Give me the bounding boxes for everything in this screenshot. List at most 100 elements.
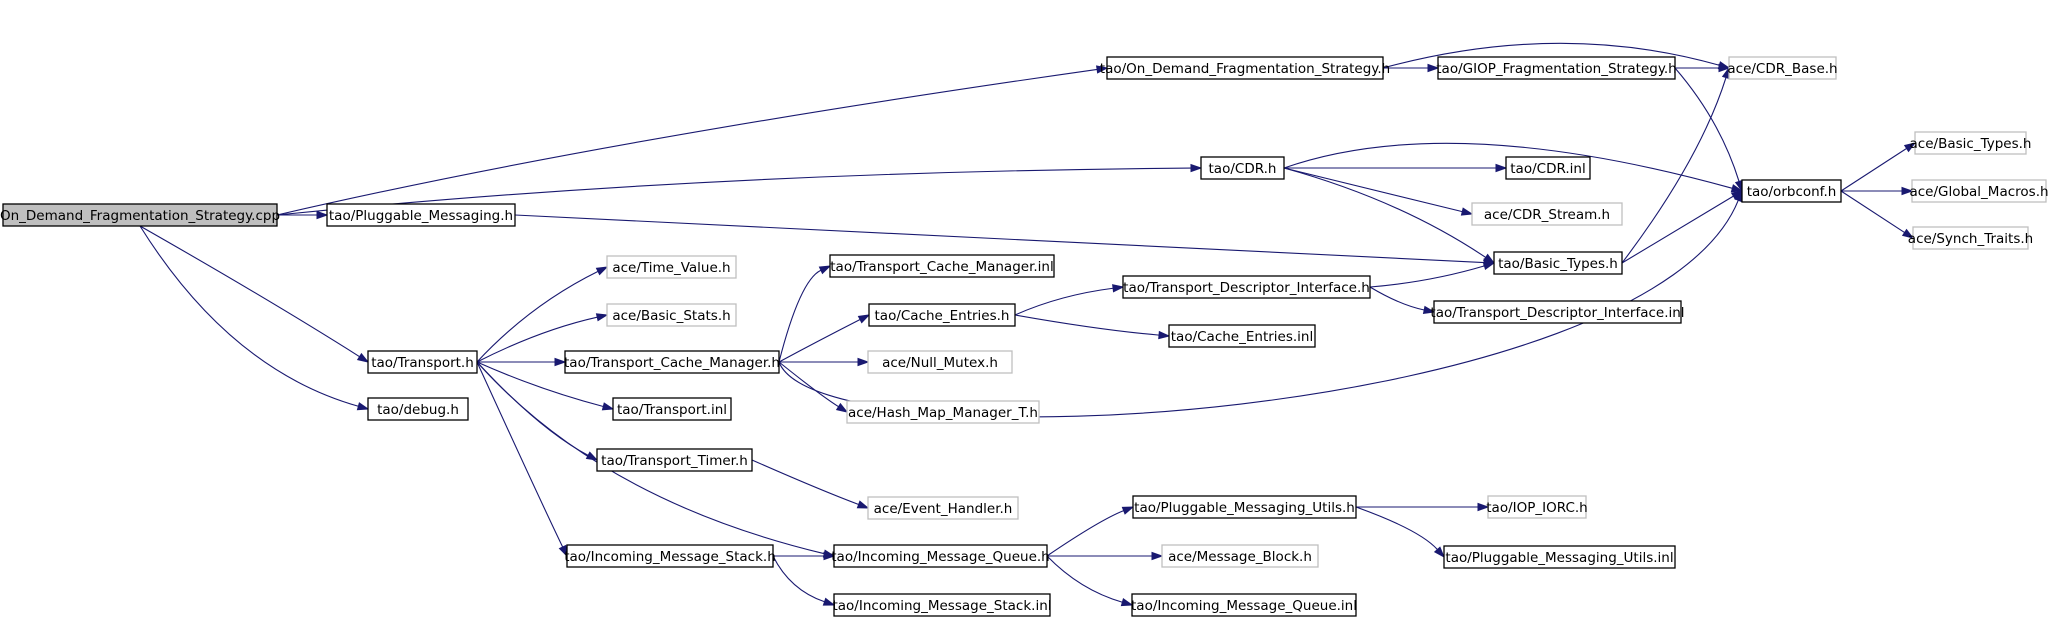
node-tao-orbconf-h[interactable]: tao/orbconf.h [1741,179,1842,203]
arrowhead [1482,261,1496,271]
arrowhead [856,500,870,509]
arrowhead [1190,163,1203,173]
node-tao-cdr-h[interactable]: tao/CDR.h [1200,156,1285,180]
node-tao-incoming-message-stack-inl[interactable]: tao/Incoming_Message_Stack.inl [832,593,1052,617]
node-label: tao/Transport.inl [617,402,727,418]
node-tao-iop-iorc-h: tao/IOP_IORC.h [1486,495,1588,519]
edge-line [1283,167,1486,258]
node-label: tao/Transport_Cache_Manager.inl [830,259,1054,275]
node-box [1106,56,1384,80]
edge-tao-orbconf-h-to-ace-synch-traits-h [1840,190,1915,239]
node-box [1168,324,1316,348]
arrowhead [1151,551,1164,561]
node-tao-debug-h[interactable]: tao/debug.h [367,397,469,421]
edge-tao-cdr-h-to-tao-basic-types-h [1283,167,1496,264]
node-box [1914,131,2027,155]
node-tao-incoming-message-queue-h[interactable]: tao/Incoming_Message_Queue.h [831,544,1050,568]
edge-tao-cdr-h-to-tao-cdr-inl [1284,163,1508,173]
edge-line [778,319,861,363]
edge-line [772,555,825,603]
arrowhead [1901,228,1915,239]
node-tao-transport-descriptor-interface-inl[interactable]: tao/Transport_Descriptor_Interface.inl [1430,300,1685,324]
arrowhead [822,597,836,606]
node-tao-transport-timer-h[interactable]: tao/Transport_Timer.h [596,448,753,472]
node-tao-incoming-message-queue-inl[interactable]: tao/Incoming_Message_Queue.inl [1131,593,1357,617]
arrowhead [316,210,329,220]
edge-line [778,200,1739,418]
node-tao-transport-cache-manager-h[interactable]: tao/Transport_Cache_Manager.h [564,350,780,374]
node-tao-cache-entries-inl[interactable]: tao/Cache_Entries.inl [1168,324,1316,348]
edge-tao-transport-timer-h-to-ace-event-handler-h [751,459,870,509]
edge-line [276,68,1098,216]
edge-tao-cache-entries-h-to-tao-transport-descriptor-interface-h [1014,284,1125,316]
edge-line [1046,555,1123,603]
edge-tao-orbconf-h-to-ace-basic-types-h [1840,142,1917,192]
edge-line [139,225,359,407]
edge-tao-transport-cache-manager-h-to-ace-hash-map-manager-t-h [778,361,849,413]
node-box [1741,179,1842,203]
arrowhead [595,313,609,322]
edge-line [476,361,564,548]
node-label: tao/Cache_Entries.h [875,308,1010,324]
node-tao-giop-fragmentation-strategy-h[interactable]: tao/GIOP_Fragmentation_Strategy.h [1436,56,1677,80]
edge-line [778,361,839,408]
node-label: tao/Incoming_Message_Queue.h [831,549,1050,565]
edge-line [1283,167,1463,213]
arrowhead [1495,163,1508,173]
node-box [1505,156,1591,180]
node-tao-transport-cache-manager-inl[interactable]: tao/Transport_Cache_Manager.inl [829,254,1055,278]
edge-on-demand-fragmentation-strategy-cpp-to-tao-debug-h [139,225,370,411]
edge-line [1840,190,1905,233]
arrowhead [1903,142,1917,153]
node-box [326,203,516,227]
node-label: tao/On_Demand_Fragmentation_Strategy.h [1100,61,1390,77]
arrowhead [601,402,615,411]
edge-tao-incoming-message-stack-h-to-tao-incoming-message-queue-h [773,551,836,561]
edges-layer [139,42,1917,607]
edge-on-demand-fragmentation-strategy-cpp-to-tao-pluggable-messaging-h [277,210,329,220]
arrowhead [356,402,370,411]
node-box [1437,56,1676,80]
arrowhead [1433,546,1446,559]
node-ace-global-macros-h: ace/Global_Macros.h [1909,179,2049,203]
edge-on-demand-fragmentation-strategy-cpp-to-tao-cdr-h [276,163,1203,216]
node-tao-on-demand-fragmentation-strategy-h[interactable]: tao/On_Demand_Fragmentation_Strategy.h [1100,56,1390,80]
node-label: tao/Incoming_Message_Stack.inl [832,598,1051,614]
edge-line [1014,314,1160,336]
node-tao-pluggable-messaging-utils-inl[interactable]: tao/Pluggable_Messaging_Utils.inl [1443,545,1676,569]
node-tao-cdr-inl[interactable]: tao/CDR.inl [1505,156,1591,180]
node-tao-transport-inl[interactable]: tao/Transport.inl [612,397,732,421]
arrowhead [1120,598,1134,607]
node-on-demand-fragmentation-strategy-cpp[interactable]: On_Demand_Fragmentation_Strategy.cpp [0,203,280,227]
node-box [566,544,774,568]
node-tao-transport-h[interactable]: tao/Transport.h [367,350,478,374]
node-tao-pluggable-messaging-utils-h[interactable]: tao/Pluggable_Messaging_Utils.h [1132,495,1357,519]
node-box [1131,593,1357,617]
node-label: tao/Transport.h [371,355,474,371]
node-box [1433,300,1682,324]
node-box [867,350,1013,374]
node-label: tao/Incoming_Message_Queue.inl [1131,598,1357,614]
edge-tao-pluggable-messaging-utils-h-to-tao-iop-iorc-h [1356,502,1490,512]
edge-tao-incoming-message-stack-h-to-tao-incoming-message-stack-inl [772,555,836,606]
node-label: ace/Time_Value.h [612,260,730,276]
node-box [606,303,737,327]
node-label: ace/Basic_Stats.h [612,308,730,324]
node-box [596,448,753,472]
edge-tao-transport-descriptor-interface-h-to-tao-transport-descriptor-interface-inl [1369,286,1436,315]
node-label: tao/Transport_Descriptor_Interface.inl [1430,305,1684,321]
node-tao-incoming-message-stack-h[interactable]: tao/Incoming_Message_Stack.h [564,544,776,568]
node-tao-pluggable-messaging-h[interactable]: tao/Pluggable_Messaging.h [326,203,516,227]
edge-tao-pluggable-messaging-utils-h-to-tao-pluggable-messaging-utils-inl [1355,506,1446,559]
node-box [867,496,1019,520]
arrowhead [1112,284,1125,293]
arrowhead [1460,207,1474,216]
node-label: tao/GIOP_Fragmentation_Strategy.h [1436,61,1676,77]
arrowhead [1730,184,1744,193]
arrowhead [356,352,370,363]
node-tao-cache-entries-h[interactable]: tao/Cache_Entries.h [868,303,1016,327]
node-label: tao/Pluggable_Messaging_Utils.inl [1445,550,1673,566]
node-tao-transport-descriptor-interface-h[interactable]: tao/Transport_Descriptor_Interface.h [1122,275,1371,299]
node-label: ace/Basic_Types.h [1910,136,2032,152]
node-tao-basic-types-h[interactable]: tao/Basic_Types.h [1493,251,1623,275]
